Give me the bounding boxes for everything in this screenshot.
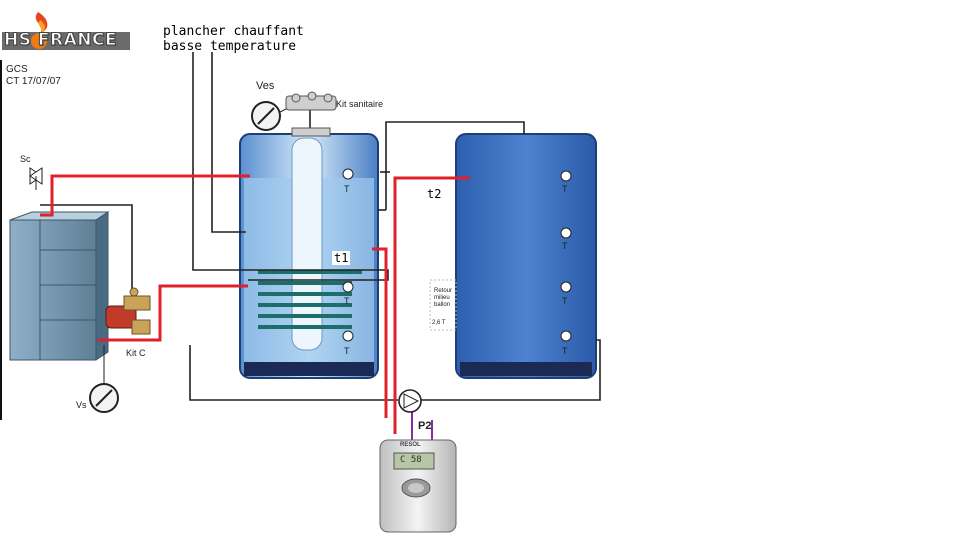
t1-label: t1: [332, 251, 351, 265]
boiler-icon: [9, 211, 110, 361]
p2-label: P2: [418, 420, 432, 432]
sensor-label-6: T: [562, 296, 568, 306]
date-label: CT 17/07/07: [6, 76, 61, 87]
solar-controller-icon: [379, 439, 457, 533]
sensor-label-7: T: [562, 346, 568, 356]
controller-brand: RESOL: [400, 442, 421, 448]
vs-label: Vs: [76, 400, 87, 410]
kit-sanitaire-label: Kit sanitaire: [336, 99, 384, 109]
sanitary-kit-icon: [285, 91, 337, 137]
sc-label: Sc: [20, 154, 31, 164]
note-line-1: plancher chauffant: [163, 24, 304, 39]
t2-label: t2: [427, 187, 442, 201]
note-line-2: basse temperature: [163, 39, 297, 54]
note-box: [429, 279, 457, 331]
ves-label-top: Ves: [256, 80, 275, 92]
small-note-value: 2,6 T: [432, 320, 446, 326]
kit-c-pump-icon: [105, 287, 151, 335]
sensor-label-2: T: [344, 296, 350, 306]
sensor-label-3: T: [344, 346, 350, 356]
sensor-icons-tank-2: [560, 170, 572, 342]
small-note: Retour milieu ballon: [434, 288, 453, 308]
controller-display: C 58: [400, 455, 422, 465]
sensor-label-4: T: [562, 184, 568, 194]
tank-2: [455, 133, 597, 379]
heat-exchanger-coil: [258, 270, 362, 329]
hot-pipes: [40, 174, 470, 434]
circulator-pump-icon: [398, 389, 422, 413]
tank-1: [239, 133, 379, 379]
expansion-vessel-icon-bottom: [89, 345, 119, 413]
brand-logo: HS FRANCE: [3, 30, 118, 51]
model-label: GCS: [6, 64, 28, 75]
sensor-icons-tank-1: [342, 168, 354, 342]
flame-logo-icon: [2, 12, 130, 50]
expansion-vessel-icon-top: [251, 101, 297, 131]
floor-heating-note: plancher chauffant basse temperature: [163, 24, 304, 54]
kit-c-label: Kit C: [126, 348, 146, 358]
black-pipes: [40, 52, 601, 401]
document-meta: GCS CT 17/07/07: [6, 64, 61, 88]
safety-valve-icon: [29, 167, 43, 190]
sensor-label-1: T: [344, 184, 350, 194]
sensor-label-5: T: [562, 241, 568, 251]
